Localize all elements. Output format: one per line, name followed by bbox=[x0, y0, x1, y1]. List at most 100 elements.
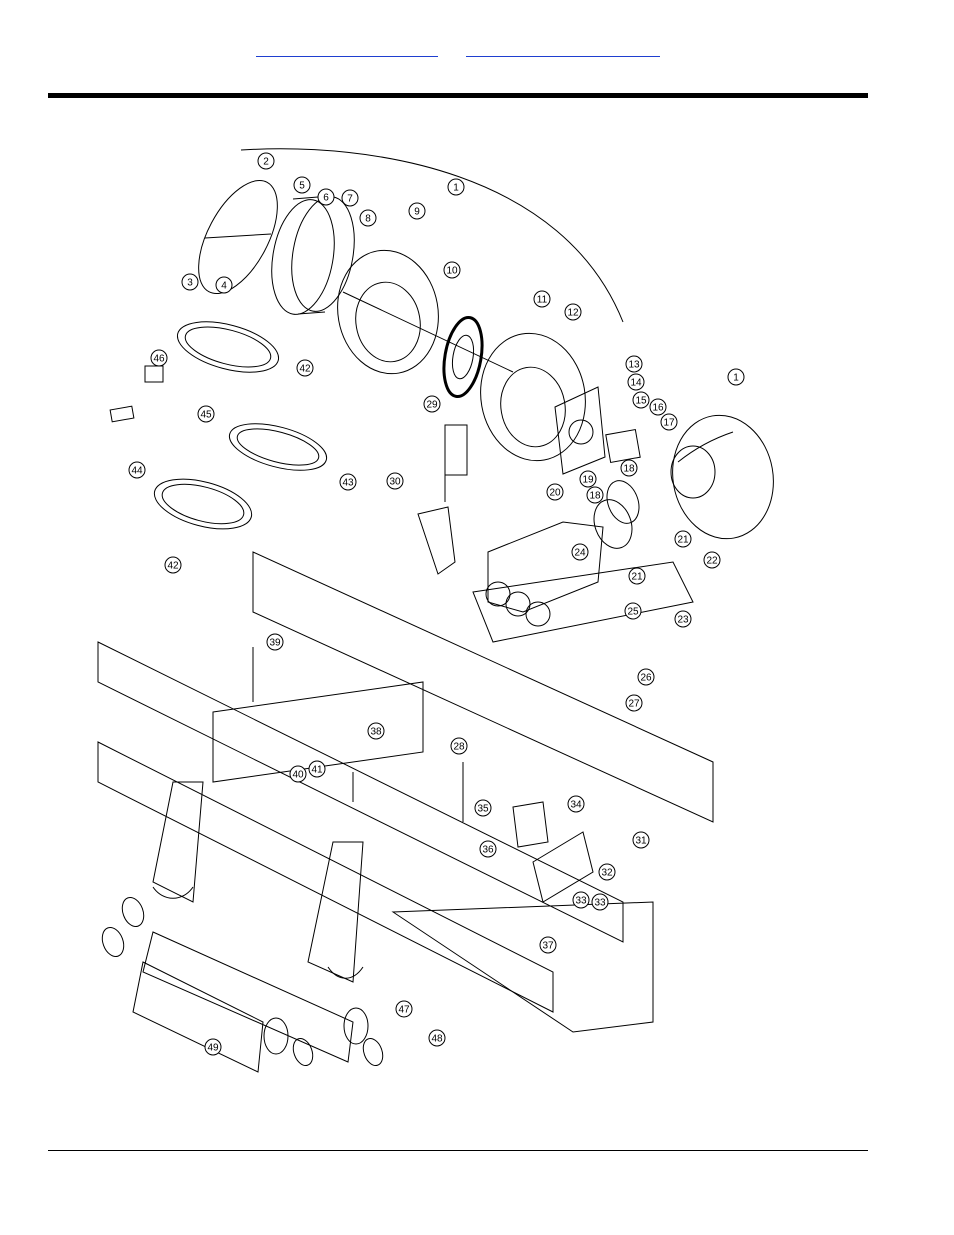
callout-balloon bbox=[625, 694, 643, 712]
header-link-1[interactable] bbox=[256, 38, 438, 57]
callout-39: 39 bbox=[266, 633, 284, 651]
callout-number: 49 bbox=[207, 1043, 219, 1054]
callout-balloon bbox=[443, 261, 461, 279]
callout-balloon bbox=[408, 202, 426, 220]
callout-number: 22 bbox=[706, 556, 718, 567]
callout-number: 42 bbox=[167, 561, 179, 572]
callout-balloon bbox=[649, 398, 667, 416]
callout-number: 9 bbox=[414, 207, 420, 218]
callout-balloon bbox=[628, 567, 646, 585]
header-links bbox=[0, 38, 954, 58]
callout-34: 34 bbox=[567, 795, 585, 813]
callout-number: 7 bbox=[347, 194, 353, 205]
callout-number: 13 bbox=[628, 360, 640, 371]
header-link-2[interactable] bbox=[466, 38, 660, 57]
callout-balloon bbox=[317, 188, 335, 206]
callout-balloon bbox=[339, 473, 357, 491]
callout-number: 18 bbox=[623, 464, 635, 475]
callout-11: 11 bbox=[533, 290, 551, 308]
callout-number: 21 bbox=[677, 535, 689, 546]
callout-36: 36 bbox=[479, 840, 497, 858]
callout-number: 11 bbox=[537, 295, 548, 306]
callout-number: 33 bbox=[575, 896, 587, 907]
callout-balloon bbox=[533, 290, 551, 308]
callout-balloon bbox=[571, 543, 589, 561]
callout-balloon bbox=[572, 891, 590, 909]
callout-number: 6 bbox=[323, 193, 329, 204]
callout-balloon bbox=[423, 395, 441, 413]
callout-29: 29 bbox=[423, 395, 441, 413]
callout-32: 32 bbox=[598, 863, 616, 881]
callout-number: 36 bbox=[482, 845, 494, 856]
callout-balloon bbox=[674, 610, 692, 628]
callout-balloon bbox=[637, 668, 655, 686]
callout-number: 1 bbox=[733, 373, 739, 384]
callout-number: 23 bbox=[677, 615, 689, 626]
callout-number: 1 bbox=[453, 183, 459, 194]
callout-balloon bbox=[598, 863, 616, 881]
callout-number: 10 bbox=[446, 266, 458, 277]
callout-23: 23 bbox=[674, 610, 692, 628]
callout-balloon bbox=[660, 413, 678, 431]
callout-balloon bbox=[395, 1000, 413, 1018]
callout-number: 16 bbox=[652, 403, 664, 414]
callout-18: 18 bbox=[620, 459, 638, 477]
callout-number: 21 bbox=[631, 572, 643, 583]
callout-5: 5 bbox=[293, 176, 311, 194]
callout-19: 19 bbox=[579, 470, 597, 488]
callout-balloon bbox=[546, 483, 564, 501]
callout-number: 25 bbox=[627, 607, 639, 618]
callout-balloon bbox=[474, 799, 492, 817]
callout-balloon bbox=[579, 470, 597, 488]
callout-44: 44 bbox=[128, 461, 146, 479]
callout-42: 42 bbox=[164, 556, 182, 574]
callout-number: 31 bbox=[635, 836, 647, 847]
callout-balloon bbox=[266, 633, 284, 651]
callout-balloon bbox=[257, 152, 275, 170]
callout-number: 26 bbox=[640, 673, 652, 684]
callout-number: 44 bbox=[131, 466, 143, 477]
callout-number: 19 bbox=[582, 475, 594, 486]
callout-number: 2 bbox=[263, 157, 269, 168]
callout-balloon bbox=[627, 373, 645, 391]
callout-number: 14 bbox=[630, 378, 642, 389]
callout-9: 9 bbox=[408, 202, 426, 220]
callout-balloon bbox=[296, 359, 314, 377]
callout-number: 48 bbox=[431, 1034, 443, 1045]
callout-number: 38 bbox=[370, 727, 382, 738]
callout-26: 26 bbox=[637, 668, 655, 686]
callout-balloon bbox=[727, 368, 745, 386]
callout-27: 27 bbox=[625, 694, 643, 712]
callout-balloon bbox=[564, 303, 582, 321]
callout-balloon bbox=[620, 459, 638, 477]
callout-number: 4 bbox=[221, 281, 227, 292]
callout-33: 33 bbox=[572, 891, 590, 909]
callout-number: 41 bbox=[311, 765, 323, 776]
callout-13: 13 bbox=[625, 355, 643, 373]
callout-balloon bbox=[674, 530, 692, 548]
callout-10: 10 bbox=[443, 261, 461, 279]
callout-47: 47 bbox=[395, 1000, 413, 1018]
callout-balloon bbox=[359, 209, 377, 227]
callout-45: 45 bbox=[197, 405, 215, 423]
callout-41: 41 bbox=[308, 760, 326, 778]
footer-divider bbox=[48, 1150, 868, 1151]
callout-33: 33 bbox=[591, 893, 609, 911]
callout-25: 25 bbox=[624, 602, 642, 620]
callout-number: 40 bbox=[292, 770, 304, 781]
callout-balloon bbox=[632, 391, 650, 409]
callout-number: 8 bbox=[365, 214, 371, 225]
callout-balloon bbox=[128, 461, 146, 479]
callout-49: 49 bbox=[204, 1038, 222, 1056]
callout-balloon bbox=[586, 486, 604, 504]
callout-balloon bbox=[625, 355, 643, 373]
callout-number: 29 bbox=[426, 400, 438, 411]
callout-42: 42 bbox=[296, 359, 314, 377]
callout-1: 1 bbox=[447, 178, 465, 196]
callout-balloon bbox=[428, 1029, 446, 1047]
callout-48: 48 bbox=[428, 1029, 446, 1047]
callout-balloon bbox=[367, 722, 385, 740]
callout-number: 46 bbox=[153, 354, 165, 365]
callout-7: 7 bbox=[341, 189, 359, 207]
